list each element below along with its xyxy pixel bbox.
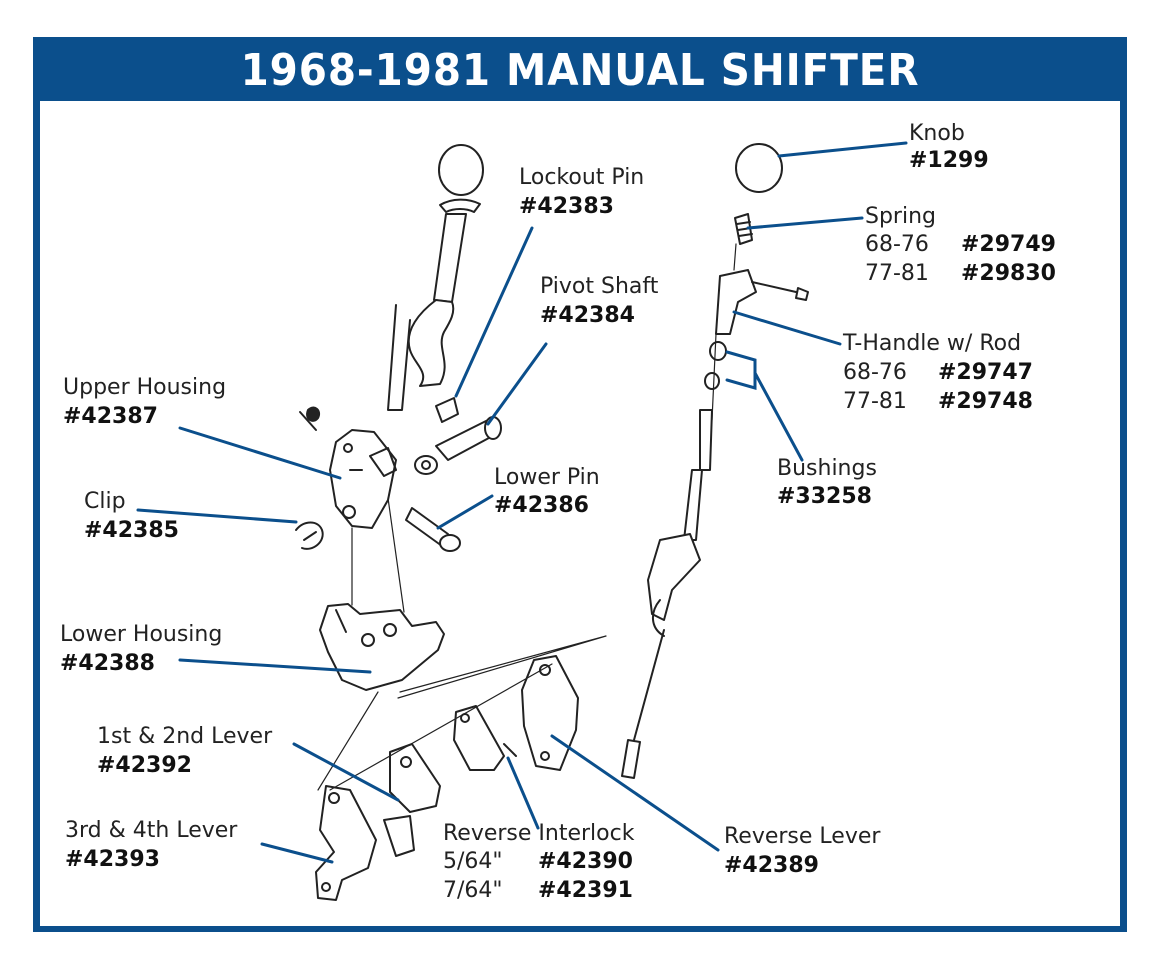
- bushings-part-number: #33258: [777, 484, 872, 509]
- t-handle-part-number-2: #29748: [938, 389, 1033, 414]
- lever-1-2-part: [389, 743, 441, 813]
- lockout-pin-part: [435, 397, 459, 423]
- lower-housing-part-number: #42388: [60, 651, 155, 676]
- lower-housing-label: Lower Housing: [60, 622, 223, 647]
- knob-part-number: #1299: [909, 148, 989, 173]
- t-handle-label: T-Handle w/ Rod: [843, 331, 1022, 356]
- clip-part-number: #42385: [84, 518, 179, 543]
- reference-lines: [317, 497, 607, 791]
- spring-leader: [746, 216, 864, 230]
- reverse-lever-label: Reverse Lever: [724, 824, 881, 849]
- reverse-interlock-label: Reverse Interlock: [443, 821, 635, 846]
- lower-pin-leader: [436, 494, 494, 530]
- lower-housing-part: [319, 603, 445, 691]
- spring-years-2: 77-81: [865, 261, 929, 286]
- spring-part-number-2: #29830: [961, 261, 1056, 286]
- knob-label: Knob: [909, 121, 965, 146]
- lower-pin-part: [405, 507, 461, 552]
- lockout-pin-part-number: #42383: [519, 194, 614, 219]
- bushing-parts: [704, 333, 727, 421]
- reverse-lever-part-number: #42389: [724, 853, 819, 878]
- left-knob: [438, 144, 484, 213]
- lower-housing-leader: [178, 658, 372, 674]
- lever-3-4-leader: [260, 842, 334, 864]
- clip-leader: [136, 508, 298, 524]
- lever-3-4-label: 3rd & 4th Lever: [65, 818, 238, 843]
- t-handle-part-number-1: #29747: [938, 360, 1033, 385]
- reverse-interlock-part: [453, 705, 517, 771]
- diagram-title: 1968-1981 MANUAL SHIFTER: [240, 45, 920, 96]
- lever-1-2-leader: [292, 742, 400, 802]
- lower-pin-part-number: #42386: [494, 493, 589, 518]
- reverse-interlock-leader: [506, 756, 540, 830]
- spring-part-number-1: #29749: [961, 232, 1056, 257]
- reverse-interlock-part-number-1: #42390: [538, 849, 633, 874]
- t-handle-years-1: 68-76: [843, 360, 907, 385]
- upper-housing-part-number: #42387: [63, 404, 158, 429]
- upper-housing-label: Upper Housing: [63, 375, 227, 400]
- lockout-pin-label: Lockout Pin: [519, 165, 645, 190]
- lower-pin-label: Lower Pin: [494, 465, 600, 490]
- right-shift-rod: [621, 409, 713, 779]
- knob-leader: [777, 141, 908, 158]
- lever-3-4-part-number: #42393: [65, 847, 160, 872]
- clip-part: [295, 406, 324, 550]
- pivot-shaft-leader: [486, 342, 548, 426]
- lockout-pin-leader: [454, 226, 534, 398]
- lever-1-2-part-number: #42392: [97, 753, 192, 778]
- reverse-lever-part: [521, 655, 579, 771]
- t-handle-leader: [732, 310, 842, 346]
- pivot-shaft-label: Pivot Shaft: [540, 274, 659, 299]
- reverse-interlock-part-number-2: #42391: [538, 878, 633, 903]
- upper-housing-part: [329, 429, 397, 529]
- lever-1-2-label: 1st & 2nd Lever: [97, 724, 273, 749]
- spring-part: [734, 213, 753, 245]
- spring-years-1: 68-76: [865, 232, 929, 257]
- left-shift-rod: [387, 213, 467, 411]
- reverse-interlock-size-1: 5/64": [443, 849, 503, 874]
- spring-label: Spring: [865, 204, 936, 229]
- pivot-shaft-part-number: #42384: [540, 303, 635, 328]
- upper-housing-leader: [178, 426, 342, 480]
- clip-label: Clip: [84, 489, 126, 514]
- t-handle-years-2: 77-81: [843, 389, 907, 414]
- right-knob: [735, 143, 783, 193]
- pivot-shaft-part: [414, 416, 502, 475]
- lever-3-4-part: [315, 785, 415, 901]
- diagram-panel: [40, 101, 1120, 926]
- reverse-interlock-size-2: 7/64": [443, 878, 503, 903]
- bushings-label: Bushings: [777, 456, 877, 481]
- bushings-leader: [725, 350, 804, 462]
- reverse-lever-leader: [550, 734, 720, 852]
